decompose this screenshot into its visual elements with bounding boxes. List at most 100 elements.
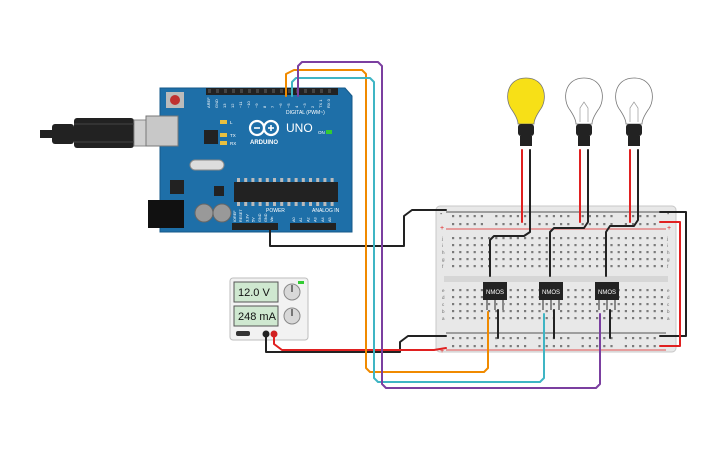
rail-hole[interactable] [524, 337, 527, 340]
breadboard-hole[interactable] [538, 265, 541, 268]
breadboard-hole[interactable] [588, 258, 591, 261]
breadboard-hole[interactable] [538, 251, 541, 254]
breadboard-hole[interactable] [516, 310, 519, 313]
breadboard-hole[interactable] [531, 310, 534, 313]
rail-hole[interactable] [639, 345, 642, 348]
breadboard-hole[interactable] [545, 251, 548, 254]
breadboard-hole[interactable] [538, 244, 541, 247]
breadboard-hole[interactable] [452, 296, 455, 299]
rail-hole[interactable] [466, 215, 469, 218]
rail-hole[interactable] [560, 345, 563, 348]
breadboard-hole[interactable] [574, 244, 577, 247]
rail-hole[interactable] [581, 223, 584, 226]
light-bulb[interactable] [507, 77, 545, 146]
breadboard-hole[interactable] [524, 237, 527, 240]
breadboard-hole[interactable] [632, 317, 635, 320]
rail-hole[interactable] [516, 337, 519, 340]
breadboard-hole[interactable] [480, 310, 483, 313]
analog-header[interactable] [290, 223, 336, 230]
breadboard-hole[interactable] [495, 237, 498, 240]
breadboard-hole[interactable] [516, 296, 519, 299]
breadboard-hole[interactable] [632, 237, 635, 240]
rail-hole[interactable] [567, 215, 570, 218]
breadboard-hole[interactable] [646, 258, 649, 261]
rail-hole[interactable] [452, 345, 455, 348]
breadboard-hole[interactable] [466, 303, 469, 306]
breadboard-hole[interactable] [524, 289, 527, 292]
rail-hole[interactable] [502, 345, 505, 348]
breadboard-hole[interactable] [531, 296, 534, 299]
breadboard-hole[interactable] [574, 237, 577, 240]
breadboard-hole[interactable] [459, 296, 462, 299]
breadboard-hole[interactable] [516, 289, 519, 292]
rail-hole[interactable] [459, 223, 462, 226]
breadboard-hole[interactable] [545, 265, 548, 268]
rail-hole[interactable] [495, 223, 498, 226]
breadboard-hole[interactable] [552, 251, 555, 254]
breadboard-hole[interactable] [524, 265, 527, 268]
breadboard-hole[interactable] [466, 244, 469, 247]
breadboard-hole[interactable] [473, 303, 476, 306]
rail-hole[interactable] [466, 345, 469, 348]
breadboard-hole[interactable] [516, 317, 519, 320]
breadboard-hole[interactable] [617, 251, 620, 254]
rail-hole[interactable] [545, 345, 548, 348]
breadboard-hole[interactable] [596, 258, 599, 261]
breadboard-hole[interactable] [617, 310, 620, 313]
breadboard-hole[interactable] [459, 237, 462, 240]
rail-hole[interactable] [603, 223, 606, 226]
breadboard-hole[interactable] [459, 244, 462, 247]
breadboard-hole[interactable] [459, 289, 462, 292]
nmos-transistor[interactable]: NMOS [483, 282, 507, 310]
breadboard-hole[interactable] [452, 310, 455, 313]
rail-hole[interactable] [596, 215, 599, 218]
breadboard-hole[interactable] [473, 289, 476, 292]
breadboard-hole[interactable] [588, 296, 591, 299]
breadboard-hole[interactable] [516, 265, 519, 268]
breadboard-hole[interactable] [617, 237, 620, 240]
breadboard-hole[interactable] [495, 303, 498, 306]
rail-hole[interactable] [466, 223, 469, 226]
breadboard-hole[interactable] [617, 258, 620, 261]
breadboard-hole[interactable] [452, 237, 455, 240]
power-supply[interactable]: 12.0 V 248 mA [229, 277, 309, 341]
breadboard-hole[interactable] [646, 296, 649, 299]
breadboard-hole[interactable] [480, 251, 483, 254]
breadboard-hole[interactable] [567, 265, 570, 268]
breadboard-hole[interactable] [588, 244, 591, 247]
breadboard-hole[interactable] [531, 244, 534, 247]
breadboard-hole[interactable] [610, 258, 613, 261]
breadboard-hole[interactable] [617, 303, 620, 306]
rail-hole[interactable] [452, 215, 455, 218]
breadboard-hole[interactable] [624, 237, 627, 240]
breadboard-hole[interactable] [459, 251, 462, 254]
breadboard-hole[interactable] [459, 265, 462, 268]
rail-hole[interactable] [524, 223, 527, 226]
breadboard-hole[interactable] [581, 251, 584, 254]
breadboard-hole[interactable] [581, 244, 584, 247]
breadboard-hole[interactable] [552, 303, 555, 306]
breadboard-hole[interactable] [545, 244, 548, 247]
breadboard-hole[interactable] [588, 310, 591, 313]
breadboard-hole[interactable] [516, 237, 519, 240]
breadboard-hole[interactable] [653, 289, 656, 292]
breadboard-hole[interactable] [567, 289, 570, 292]
header-pin[interactable] [256, 89, 259, 93]
breadboard-hole[interactable] [574, 303, 577, 306]
breadboard-hole[interactable] [524, 317, 527, 320]
breadboard-hole[interactable] [639, 244, 642, 247]
breadboard-hole[interactable] [459, 317, 462, 320]
breadboard-hole[interactable] [617, 265, 620, 268]
rail-hole[interactable] [603, 345, 606, 348]
breadboard-hole[interactable] [473, 296, 476, 299]
rail-hole[interactable] [538, 345, 541, 348]
breadboard-hole[interactable] [632, 310, 635, 313]
breadboard-hole[interactable] [603, 237, 606, 240]
breadboard-hole[interactable] [639, 258, 642, 261]
breadboard-hole[interactable] [567, 251, 570, 254]
breadboard-hole[interactable] [660, 251, 663, 254]
positive-terminal[interactable] [270, 330, 278, 338]
breadboard-hole[interactable] [603, 265, 606, 268]
breadboard-hole[interactable] [632, 265, 635, 268]
breadboard-hole[interactable] [574, 310, 577, 313]
